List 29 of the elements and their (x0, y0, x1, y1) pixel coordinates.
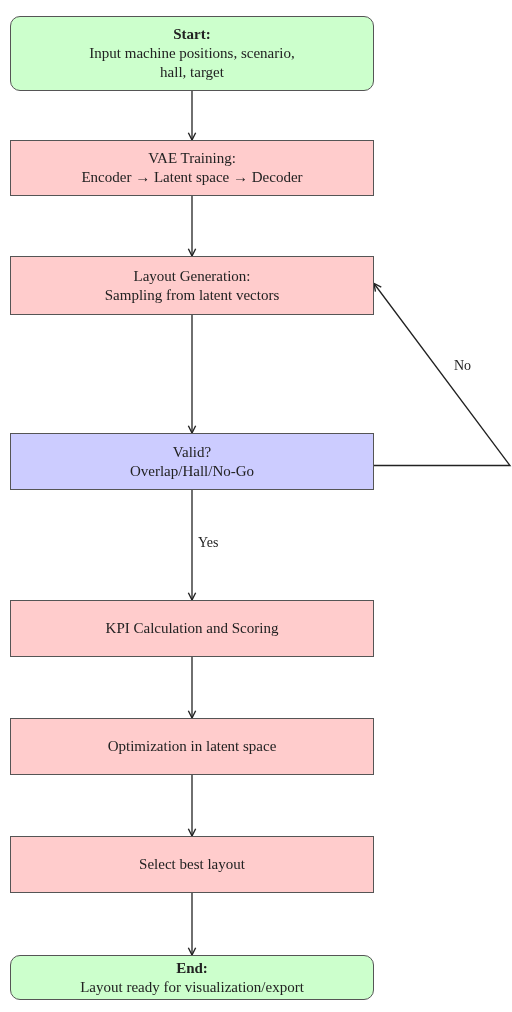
box-text: Input machine positions, scenario, hall, target (88, 44, 296, 82)
box-text: Sampling from latent vectors (104, 285, 280, 305)
box-text: Overlap/Hall/No-Go (129, 461, 255, 481)
arrow (187, 90, 197, 141)
box-text: Encoder → Latent space → Decoder (81, 168, 303, 187)
decision-box (10, 433, 374, 490)
process-box (10, 256, 374, 315)
arrow (187, 489, 197, 601)
box-heading: Start: (173, 25, 211, 45)
box-text: Optimization in latent space (107, 737, 277, 756)
arrow (187, 195, 197, 257)
process-box (10, 140, 374, 196)
arrow (373, 282, 512, 467)
process-box (10, 600, 374, 657)
arrow (187, 774, 197, 837)
terminal-box (10, 16, 374, 91)
box-heading: End: (176, 958, 208, 978)
box-heading: Valid? (172, 442, 212, 462)
box-heading: VAE Training: (148, 149, 236, 168)
terminal-box (10, 955, 374, 1000)
box-text: KPI Calculation and Scoring (105, 619, 279, 638)
box-heading: Layout Generation: (133, 266, 251, 286)
box-text: Select best layout (139, 855, 245, 874)
arrow (187, 656, 197, 719)
arrow (187, 314, 197, 434)
process-box (10, 836, 374, 893)
arrow (187, 892, 197, 956)
process-box (10, 718, 374, 775)
box-text: Layout ready for visualization/export (80, 977, 304, 997)
